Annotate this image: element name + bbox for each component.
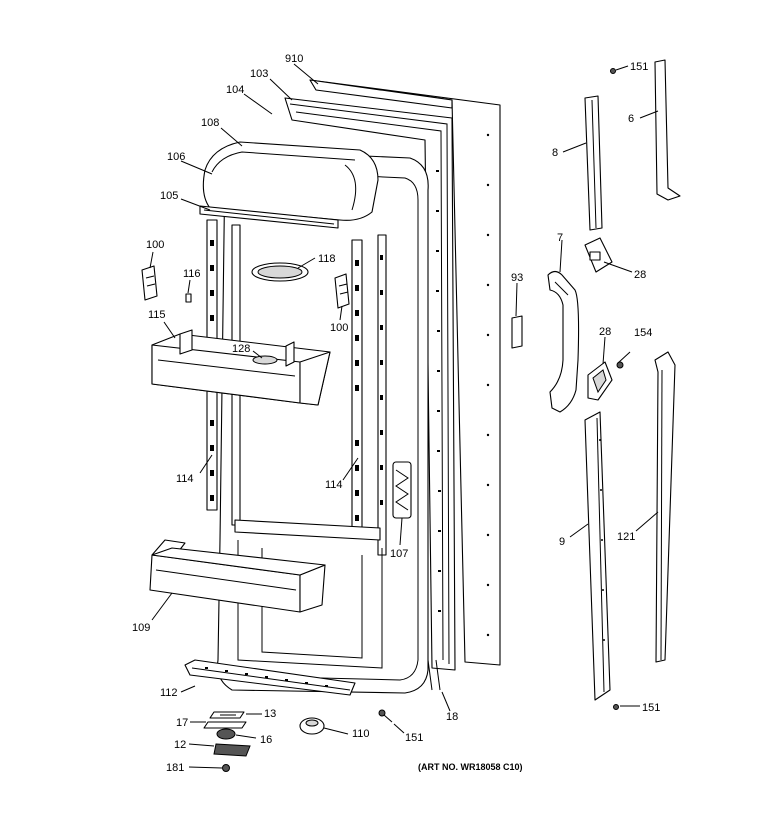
label-114-right: 114 bbox=[325, 479, 343, 491]
label-116: 116 bbox=[183, 268, 201, 280]
dairy-compartment-door bbox=[199, 141, 379, 229]
label-28-lower: 28 bbox=[599, 326, 611, 338]
label-110: 110 bbox=[352, 728, 370, 740]
art-number: (ART NO. WR18058 C10) bbox=[418, 762, 523, 772]
part-116-clip bbox=[185, 293, 192, 303]
bottom-trim-bar bbox=[184, 659, 356, 696]
screw-151-right-bottom bbox=[613, 704, 619, 710]
label-910: 910 bbox=[285, 53, 303, 65]
label-118: 118 bbox=[318, 253, 336, 265]
door-gasket bbox=[284, 97, 456, 671]
label-6: 6 bbox=[628, 113, 634, 125]
label-108: 108 bbox=[201, 117, 219, 129]
label-151-top: 151 bbox=[630, 61, 648, 73]
lower-door-shelf bbox=[149, 539, 326, 613]
screw-154 bbox=[616, 351, 631, 369]
part-110-cap bbox=[299, 717, 325, 735]
label-104: 104 bbox=[226, 84, 244, 96]
trim-8 bbox=[584, 95, 603, 231]
label-112: 112 bbox=[160, 687, 178, 699]
label-17: 17 bbox=[176, 717, 188, 729]
label-8: 8 bbox=[552, 147, 558, 159]
trim-9 bbox=[584, 411, 611, 701]
label-106: 106 bbox=[167, 151, 185, 163]
screw-151-bottom bbox=[378, 709, 393, 723]
label-121: 121 bbox=[617, 531, 635, 543]
label-100-left: 100 bbox=[146, 239, 164, 251]
part-labels: 910 103 104 108 106 105 100 116 118 100 … bbox=[132, 53, 660, 774]
hinge-28-upper bbox=[584, 237, 613, 273]
label-100-right: 100 bbox=[330, 322, 348, 334]
upper-door-shelf bbox=[151, 329, 331, 406]
label-7: 7 bbox=[557, 232, 563, 244]
label-103: 103 bbox=[250, 68, 268, 80]
label-115: 115 bbox=[148, 309, 166, 321]
label-16: 16 bbox=[260, 734, 272, 746]
label-18: 18 bbox=[446, 711, 458, 723]
leader-lines bbox=[149, 63, 659, 769]
part-18-strip bbox=[427, 659, 441, 691]
label-128: 128 bbox=[232, 343, 250, 355]
part-107-cover bbox=[392, 461, 412, 519]
label-114-left: 114 bbox=[176, 473, 194, 485]
trim-121 bbox=[654, 351, 676, 663]
label-28-upper: 28 bbox=[634, 269, 646, 281]
label-13: 13 bbox=[264, 708, 276, 720]
door-handle-7 bbox=[547, 270, 580, 413]
part-93-clip bbox=[511, 315, 523, 349]
part-118-oval-badge bbox=[251, 262, 309, 282]
label-154: 154 bbox=[634, 327, 652, 339]
label-93: 93 bbox=[511, 272, 523, 284]
shelf-support-clip-left bbox=[141, 265, 158, 301]
label-9: 9 bbox=[559, 536, 565, 548]
label-109: 109 bbox=[132, 622, 150, 634]
label-151-right: 151 bbox=[642, 702, 660, 714]
hinge-28-lower bbox=[587, 361, 613, 401]
shelf-support-clip-right bbox=[334, 273, 350, 309]
door-outer-panel bbox=[309, 79, 501, 666]
label-12: 12 bbox=[174, 739, 186, 751]
label-107: 107 bbox=[390, 548, 408, 560]
label-181: 181 bbox=[166, 762, 184, 774]
label-151-bottom: 151 bbox=[405, 732, 423, 744]
hinge-hardware-set bbox=[203, 711, 251, 772]
label-105: 105 bbox=[160, 190, 178, 202]
screw-151-top bbox=[610, 68, 616, 74]
trim-6 bbox=[654, 59, 681, 201]
door-liner bbox=[206, 149, 429, 694]
